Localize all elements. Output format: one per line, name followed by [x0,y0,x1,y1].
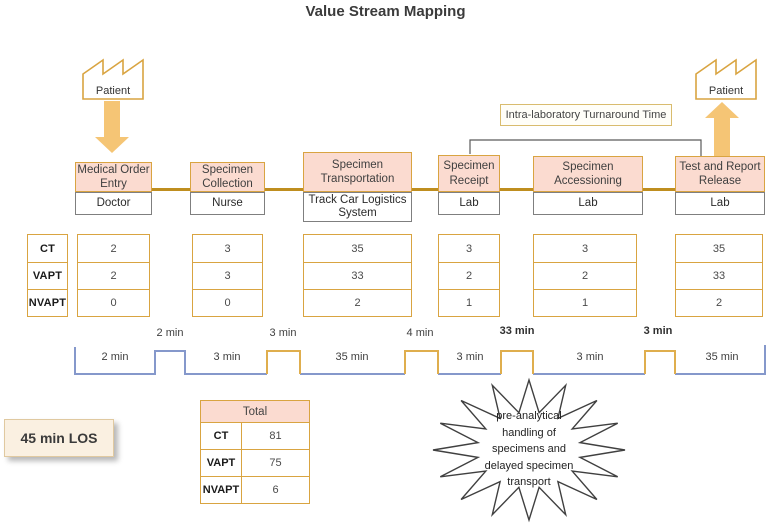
metric-label-nvapt: NVAPT [28,289,67,316]
metric-value: 33 [676,262,762,289]
metric-value: 3 [581,242,589,255]
patient-label: Patient [95,85,131,97]
los-callout: 45 min LOS [4,419,114,457]
total-table-header: Total [201,401,309,423]
metric-value: 33 [304,262,411,289]
process-box-test-report-release: Test and Report Release [675,156,765,192]
timeline-blue-line [74,345,766,375]
metric-label-ct: CT [39,242,56,255]
wait-time-label: 4 min [406,327,434,339]
metric-label-vapt: VAPT [28,262,67,289]
wait-time-label: 2 min [156,327,184,339]
metric-value: 3 [224,242,231,255]
page-title: Value Stream Mapping [305,3,466,20]
process-connector [150,188,192,191]
process-connector [498,188,535,191]
metric-value: 2 [676,289,762,316]
table-row: NVAPT 6 [201,476,309,503]
process-time-label: 3 min [456,351,484,363]
kaizen-burst-icon [432,377,626,523]
metric-col-5: 3 2 1 [533,234,637,317]
table-row: VAPT 75 [201,449,309,476]
process-box-specimen-receipt: Specimen Receipt [438,155,500,192]
flow-arrow-up-icon [705,102,739,162]
process-box-medical-order-entry: Medical Order Entry [75,162,152,192]
flow-arrow-down-icon [95,101,129,153]
process-box-specimen-accessioning: Specimen Accessioning [533,156,643,192]
metric-col-4: 3 2 1 [438,234,500,317]
wait-time-label: 33 min [499,325,535,337]
actor-box-lab-3: Lab [675,192,765,215]
process-time-label: 35 min [705,351,739,363]
process-time-label: 3 min [213,351,241,363]
metric-value: 1 [439,289,499,316]
process-connector [410,188,440,191]
actor-box-nurse: Nurse [190,192,265,215]
metric-value: 2 [534,262,636,289]
wait-time-label: 3 min [269,327,297,339]
metric-value: 0 [78,289,149,316]
metric-value: 2 [439,262,499,289]
process-time-label: 3 min [576,351,604,363]
patient-source-left: Patient [78,56,148,100]
process-time-label: 2 min [101,351,129,363]
patient-label: Patient [708,85,744,97]
metric-col-6: 35 33 2 [675,234,763,317]
metric-value: 3 [193,262,262,289]
process-time-label: 35 min [335,351,369,363]
metric-value: 0 [193,289,262,316]
process-connector [263,188,305,191]
process-box-specimen-collection: Specimen Collection [190,162,265,192]
metric-col-1: 2 2 0 [77,234,150,317]
patient-source-right: Patient [691,56,761,100]
actor-box-lab-2: Lab [533,192,643,215]
tat-bracket [469,139,702,156]
metric-value: 1 [534,289,636,316]
metric-value: 35 [351,242,364,255]
actor-box-lab-1: Lab [438,192,500,215]
metric-row-labels: CT VAPT NVAPT [27,234,68,317]
burst-text: pre-analytical handling of specimens and… [484,410,574,488]
metric-col-3: 35 33 2 [303,234,412,317]
metric-col-2: 3 3 0 [192,234,263,317]
metric-value: 2 [304,289,411,316]
table-row: CT 81 [201,423,309,449]
metric-value: 35 [712,242,726,255]
actor-box-doctor: Doctor [75,192,152,215]
total-table: Total CT 81 VAPT 75 NVAPT 6 [200,400,310,504]
metric-value: 2 [78,262,149,289]
intra-lab-tat-label: Intra-laboratory Turnaround Time [500,104,672,126]
metric-value: 3 [465,242,473,255]
factory-icon [695,58,757,100]
metric-value: 2 [110,242,117,255]
factory-icon [82,58,144,100]
process-box-specimen-transportation: Specimen Transportation [303,152,412,192]
wait-time-label: 3 min [643,325,673,337]
actor-box-track-car: Track Car Logistics System [303,192,412,222]
process-connector [641,188,677,191]
